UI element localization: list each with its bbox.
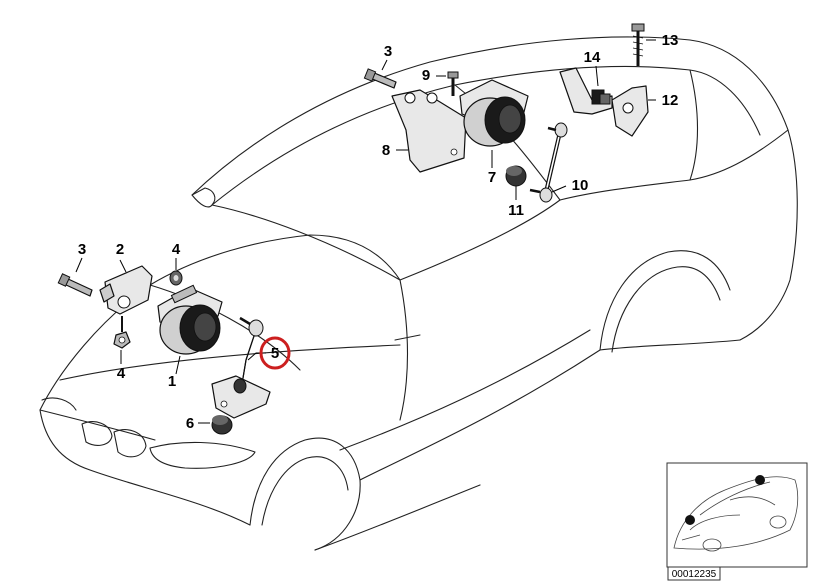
nut-4-front-bottom bbox=[113, 316, 131, 349]
rear-link-rod-part bbox=[529, 122, 568, 203]
nut-4-front-top bbox=[169, 270, 183, 286]
callout-4-front-top: 4 bbox=[172, 241, 181, 258]
callout-8: 8 bbox=[382, 142, 390, 159]
callout-3-rear: 3 bbox=[384, 43, 392, 60]
grommet-11 bbox=[505, 165, 527, 187]
leader-lines bbox=[75, 39, 656, 424]
callout-3-front: 3 bbox=[78, 241, 86, 258]
callout-13: 13 bbox=[662, 32, 679, 49]
screw-3-front bbox=[57, 273, 93, 297]
highlight-ring-5 bbox=[259, 336, 291, 370]
callout-2: 2 bbox=[116, 241, 124, 258]
callout-14: 14 bbox=[584, 49, 601, 66]
bracket-14 bbox=[559, 67, 613, 115]
screw-13 bbox=[631, 23, 645, 66]
front-bracket-part bbox=[99, 265, 153, 315]
overview-thumbnail: 00012235 bbox=[666, 462, 808, 581]
callout-10: 10 bbox=[572, 177, 589, 194]
callout-1: 1 bbox=[168, 373, 176, 390]
front-link-rod-part bbox=[211, 316, 271, 419]
callout-4-front-bottom: 4 bbox=[117, 365, 126, 382]
front-sensor-part bbox=[157, 284, 223, 355]
callout-5: 5 bbox=[271, 345, 279, 362]
bracket-12 bbox=[611, 85, 649, 137]
thumbnail-code: 00012235 bbox=[672, 569, 717, 580]
callout-7: 7 bbox=[488, 169, 496, 186]
rear-bracket-part bbox=[391, 89, 467, 173]
callout-12: 12 bbox=[662, 92, 679, 109]
rear-sensor-part bbox=[459, 79, 529, 147]
callout-labels: 1 2 3 3 4 4 5 6 7 8 9 10 11 12 13 14 bbox=[78, 32, 679, 432]
screw-3-rear bbox=[363, 68, 397, 89]
callout-6: 6 bbox=[186, 415, 194, 432]
screw-9 bbox=[447, 71, 459, 96]
car-outline bbox=[39, 36, 798, 551]
callout-9: 9 bbox=[422, 67, 430, 84]
grommet-6 bbox=[211, 415, 233, 435]
callout-11: 11 bbox=[508, 202, 524, 219]
